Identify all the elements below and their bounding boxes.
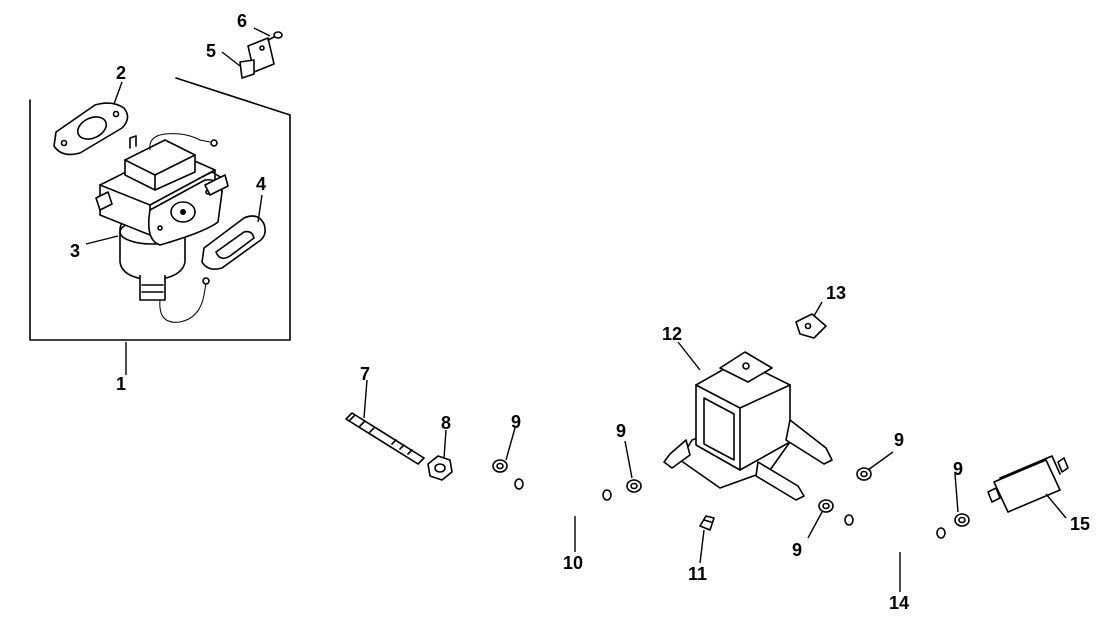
carburetor-assembly-bracket xyxy=(29,77,291,341)
callout-2: 2 xyxy=(116,63,127,83)
part-11-fitting xyxy=(699,515,715,531)
part-3-carburetor xyxy=(95,133,229,323)
part-9-clamp-a xyxy=(492,459,508,473)
leader-lines xyxy=(85,27,1067,592)
callout-9-e: 9 xyxy=(792,540,803,560)
callout-4: 4 xyxy=(256,174,267,194)
callout-15: 15 xyxy=(1070,514,1091,534)
callout-8: 8 xyxy=(441,413,452,433)
part-9-clamp-c xyxy=(856,467,872,481)
part-4-gasket xyxy=(201,215,266,270)
callout-14: 14 xyxy=(889,593,910,613)
part-2-gasket xyxy=(53,102,129,156)
callout-6: 6 xyxy=(237,11,248,31)
part-12-fuel-pump xyxy=(663,351,833,501)
part-7-stud xyxy=(345,412,425,465)
part-14-hose xyxy=(844,514,946,558)
callout-10: 10 xyxy=(563,553,584,573)
callout-7: 7 xyxy=(360,364,371,384)
part-5-bracket xyxy=(239,37,275,79)
part-10-hose xyxy=(514,478,612,518)
callout-9-c: 9 xyxy=(894,430,905,450)
callout-12: 12 xyxy=(662,324,683,344)
part-13-clip xyxy=(795,313,827,339)
callout-13: 13 xyxy=(826,283,847,303)
callout-9-d: 9 xyxy=(953,459,964,479)
callout-9-b: 9 xyxy=(616,421,627,441)
part-15-fuel-filter xyxy=(987,455,1069,513)
part-9-clamp-b xyxy=(626,479,642,493)
part-9-clamp-d xyxy=(818,499,834,513)
part-6-screw xyxy=(267,31,283,41)
callout-1: 1 xyxy=(116,374,127,394)
callout-9-a: 9 xyxy=(511,412,522,432)
part-9-clamp-e xyxy=(954,513,970,527)
callout-3: 3 xyxy=(70,241,81,261)
callout-5: 5 xyxy=(206,41,217,61)
callout-11: 11 xyxy=(688,564,708,584)
part-8-nut xyxy=(427,455,453,481)
